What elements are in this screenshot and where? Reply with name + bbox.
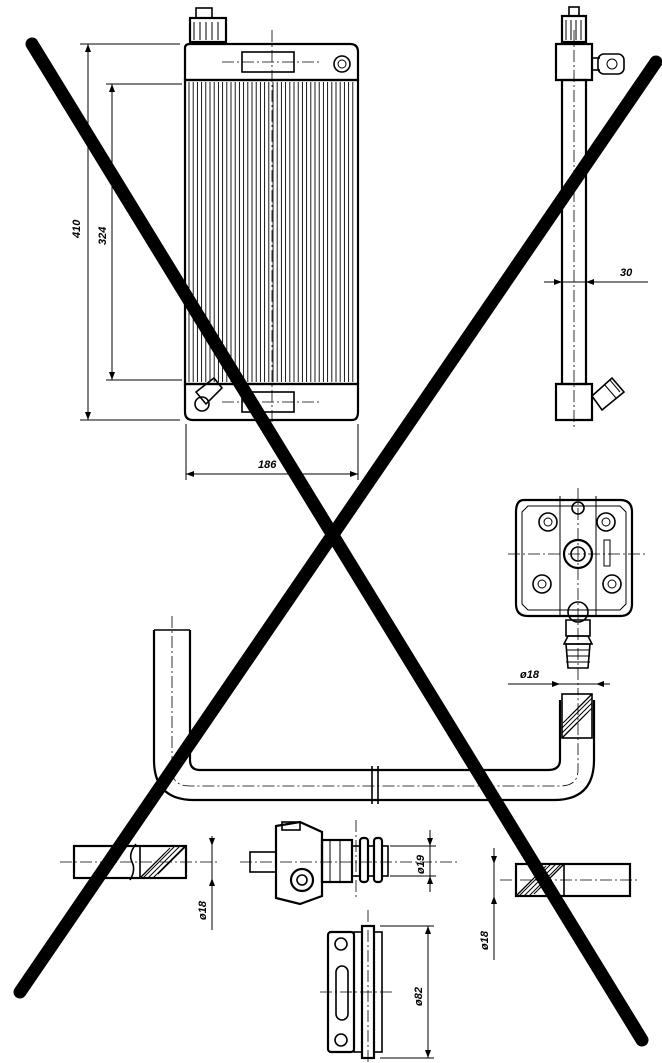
top-tank xyxy=(183,42,360,82)
left-pipe-section: ø18 xyxy=(60,836,220,930)
bottom-outlet-fitting xyxy=(194,376,224,412)
dim-left-pipe-diameter-label: ø18 xyxy=(197,900,209,920)
radiator-front-view: 410 324 186 xyxy=(71,7,360,480)
pump-front-view xyxy=(508,488,648,690)
filler-cap xyxy=(188,7,228,44)
dim-right-pipe-diameter-label: ø18 xyxy=(479,930,491,950)
pump-flange-view: ø82 xyxy=(320,910,434,1063)
dim-pipe-diameter-label: ø18 xyxy=(520,669,540,681)
dim-324-label: 324 xyxy=(97,227,109,245)
bottom-tank xyxy=(183,382,360,422)
dim-186-label: 186 xyxy=(258,459,277,471)
cross-out-mark xyxy=(13,37,662,1047)
dim-30-label: 30 xyxy=(620,267,633,279)
coolant-pipe: ø18 xyxy=(152,616,610,804)
pipe-end-hatch xyxy=(561,693,593,739)
radiator-side-view: 30 xyxy=(544,6,648,430)
dim-pump-flange-diameter-label: ø82 xyxy=(413,987,425,1006)
pump-side-view: ø19 xyxy=(240,820,460,906)
dim-pump-outlet-diameter-label: ø19 xyxy=(415,854,427,874)
dim-410-label: 410 xyxy=(71,219,83,239)
